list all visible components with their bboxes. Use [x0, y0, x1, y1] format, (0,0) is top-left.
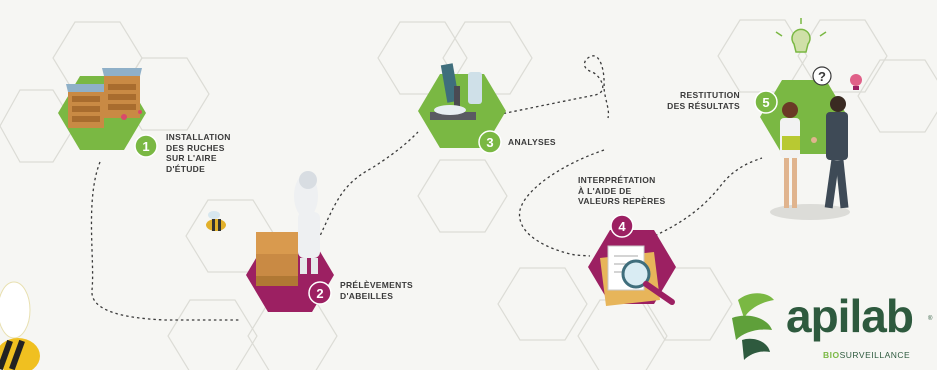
step4-badge — [610, 214, 634, 238]
apilab-logo-mark — [732, 293, 774, 360]
step2-label: PRÉLÈVEMENTS D'ABEILLES — [340, 280, 414, 301]
step5-hexagon: ? — [760, 18, 862, 220]
step3-hexagon — [418, 63, 506, 148]
step3-badge — [478, 130, 502, 154]
registered-mark: ® — [928, 316, 933, 322]
beehive-icon — [66, 68, 142, 128]
small-lightbulb-icon — [850, 74, 862, 90]
process-path — [90, 55, 763, 321]
step4-hexagon — [588, 230, 676, 306]
question-icon: ? — [812, 66, 832, 86]
apilab-logo-text: apilab — [786, 290, 914, 342]
step5-badge — [754, 90, 778, 114]
microscope-icon — [430, 63, 482, 120]
step5-number: 5 — [762, 95, 769, 110]
logo-tagline: BIOSURVEILLANCE — [823, 350, 910, 360]
step1-number: 1 — [142, 139, 149, 154]
step2-badge — [308, 281, 332, 305]
step3-number: 3 — [486, 135, 493, 150]
step4-number: 4 — [618, 219, 626, 234]
lightbulb-icon — [775, 18, 827, 53]
beekeeper-icon — [256, 171, 320, 286]
bee-icon — [206, 211, 226, 231]
svg-text:?: ? — [818, 69, 826, 84]
step5-label: RESTITUTION DES RÉSULTATS — [667, 90, 740, 111]
people-handshake-icon — [780, 96, 849, 209]
step2-number: 2 — [316, 286, 323, 301]
step2-hexagon — [206, 171, 334, 312]
step4-label: INTERPRÉTATION À L'AIDE DE VALEURS REPÈR… — [578, 175, 666, 206]
step1-hexagon — [58, 68, 146, 150]
step3-label: ANALYSES — [508, 137, 556, 147]
corner-bee-icon — [0, 281, 40, 370]
step1-badge — [134, 134, 158, 158]
tagline-rest: SURVEILLANCE — [839, 350, 911, 360]
tagline-prefix: BIO — [823, 350, 840, 360]
step1-label: INSTALLATION DES RUCHES SUR L'AIRE D'ÉTU… — [166, 132, 231, 174]
document-magnifier-icon — [600, 245, 675, 306]
